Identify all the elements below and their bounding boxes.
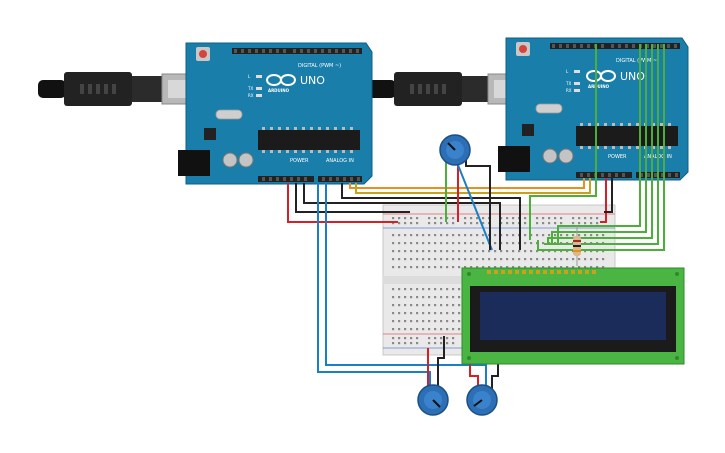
arduino-uno-right: DIGITAL (PWM ~) UNO ARDUINO L TX RX POWE… <box>498 37 689 181</box>
wire-green-6 <box>537 44 665 251</box>
resistor <box>573 226 581 266</box>
brand-label-right: ARDUINO <box>588 84 610 89</box>
tx-label-left: TX <box>247 86 253 91</box>
rx-label-left: RX <box>248 93 254 98</box>
digital-header-label-right: DIGITAL (PWM ~) <box>616 58 659 64</box>
arduino-uno-left: DIGITAL (PWM ~) UNO ARDUINO L TX RX POWE… <box>178 42 373 185</box>
wire-red-left-5v <box>287 183 398 223</box>
tx-label-right: TX <box>565 81 571 86</box>
wire-black-link <box>341 183 521 250</box>
l-led-label-left: L <box>248 74 251 79</box>
wires <box>287 44 665 392</box>
power-header-label-left: POWER <box>290 158 309 164</box>
atmega-chip-left <box>258 130 360 150</box>
wire-green-5 <box>544 44 659 245</box>
potentiometer-bottom-right[interactable] <box>466 384 498 416</box>
wire-red-right-5v <box>600 178 607 223</box>
brand-label-left: ARDUINO <box>268 88 290 93</box>
lcd-16x2 <box>461 267 685 365</box>
wire-yellow-link <box>355 178 591 194</box>
potentiometer-top[interactable] <box>439 134 471 166</box>
power-jack-right <box>498 146 530 172</box>
arduino-logo-left <box>266 74 296 86</box>
wire-black-left-gnd2 <box>303 183 501 250</box>
wire-black-right-gnd <box>604 178 613 213</box>
model-label-left: UNO <box>300 74 325 87</box>
arduino-logo-right <box>586 70 616 82</box>
lcd-pins <box>487 270 596 274</box>
wire-green-1 <box>529 44 597 240</box>
wire-blue-a0 <box>317 183 431 392</box>
wire-black-left-gnd <box>295 183 410 213</box>
wire-black-pot1 <box>437 336 445 392</box>
usb-cable-right <box>368 72 527 106</box>
l-led-label-right: L <box>566 69 569 74</box>
atmega-chip-right <box>576 126 678 146</box>
wire-blue-pot-top <box>451 149 493 251</box>
power-header-label-right: POWER <box>608 154 627 160</box>
wire-green-4 <box>547 44 653 244</box>
wire-green-2 <box>557 44 641 244</box>
digital-header-label-left: DIGITAL (PWM ~) <box>298 63 341 69</box>
model-label-right: UNO <box>620 70 645 83</box>
power-jack-left <box>178 150 210 176</box>
potentiometer-bottom-left[interactable] <box>417 384 449 416</box>
lcd-screen <box>480 292 666 340</box>
usb-cable-left <box>38 72 201 106</box>
rx-label-right: RX <box>566 88 572 93</box>
wire-blue-a1 <box>325 183 487 392</box>
analog-header-label-left: ANALOG IN <box>326 158 354 164</box>
